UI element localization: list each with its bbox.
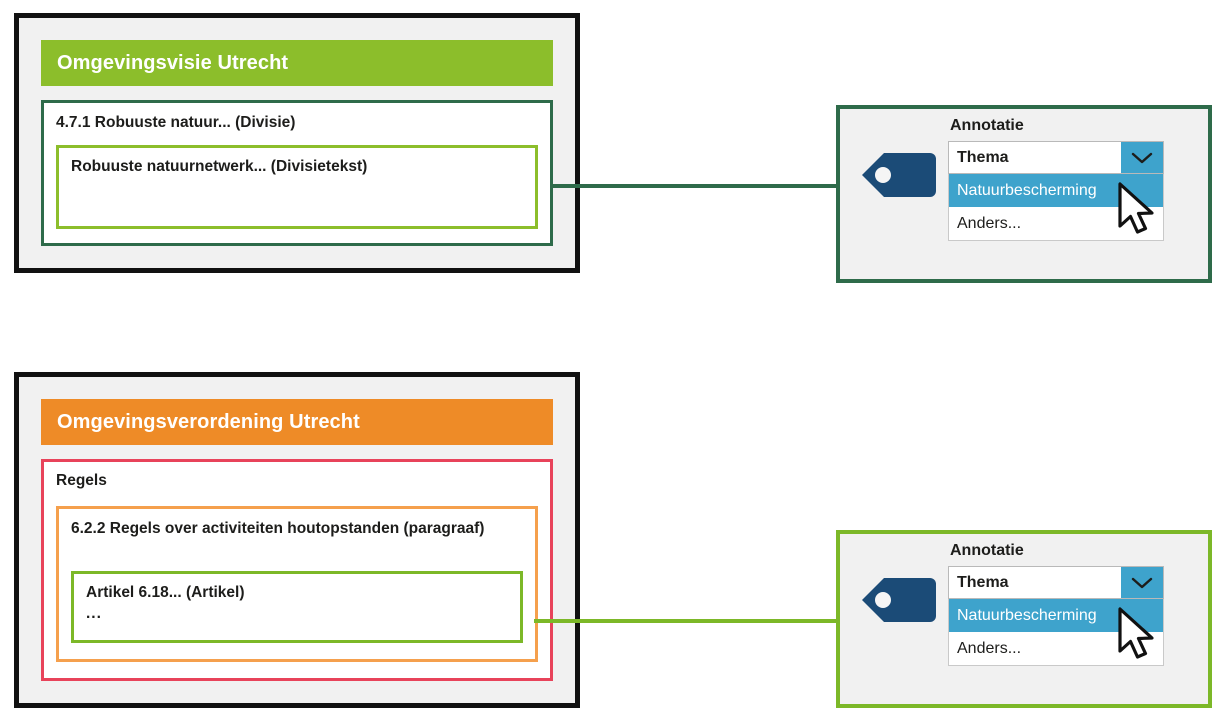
annotation-body: Annotatie Thema Natuurbescherming Ander — [948, 542, 1192, 666]
annotation-title: Annotatie — [950, 542, 1024, 559]
thema-select-arrow-button[interactable] — [1121, 142, 1163, 173]
thema-option-list: Natuurbescherming Anders... — [948, 174, 1164, 241]
thema-select-value: Thema — [957, 148, 1009, 166]
annotation-verordening: Annotatie Thema Natuurbescherming Ander — [836, 530, 1212, 708]
thema-select-arrow-button[interactable] — [1121, 567, 1163, 598]
document-header-omgevingsvisie: Omgevingsvisie Utrecht — [41, 40, 553, 86]
document-omgevingsvisie: Omgevingsvisie Utrecht 4.7.1 Robuuste na… — [14, 13, 580, 273]
tag-icon — [860, 152, 938, 198]
thema-option-anders[interactable]: Anders... — [957, 214, 1022, 232]
connector-visie — [552, 184, 840, 188]
level-divisietekst-label: Robuuste natuurnetwerk... (Divisietekst) — [71, 158, 368, 175]
chevron-down-icon — [1131, 151, 1153, 165]
thema-option-natuurbescherming[interactable]: Natuurbescherming — [949, 599, 1163, 632]
thema-select[interactable]: Thema — [948, 141, 1164, 174]
tag-icon — [860, 577, 938, 623]
level-artikel[interactable]: Artikel 6.18... (Artikel) ... — [71, 571, 523, 643]
level-paragraaf[interactable]: 6.2.2 Regels over activiteiten houtopsta… — [56, 506, 538, 662]
thema-option-natuurbescherming[interactable]: Natuurbescherming — [949, 174, 1163, 207]
level-divisie-label: 4.7.1 Robuuste natuur... (Divisie) — [56, 114, 296, 131]
document-omgevingsverordening: Omgevingsverordening Utrecht Regels 6.2.… — [14, 372, 580, 708]
connector-verordening — [534, 619, 840, 623]
thema-option-anders[interactable]: Anders... — [957, 639, 1022, 657]
level-divisie[interactable]: 4.7.1 Robuuste natuur... (Divisie) Robuu… — [41, 100, 553, 246]
thema-option-list: Natuurbescherming Anders... — [948, 599, 1164, 666]
level-artikel-ellipsis: ... — [86, 605, 102, 623]
document-header-omgevingsverordening: Omgevingsverordening Utrecht — [41, 399, 553, 445]
thema-select-wrap: Thema Natuurbescherming Anders... — [948, 141, 1164, 241]
level-paragraaf-label: 6.2.2 Regels over activiteiten houtopsta… — [71, 520, 485, 537]
thema-select-value: Thema — [957, 573, 1009, 591]
annotation-title: Annotatie — [950, 117, 1024, 134]
level-regels-label: Regels — [56, 472, 107, 489]
level-regels[interactable]: Regels 6.2.2 Regels over activiteiten ho… — [41, 459, 553, 681]
thema-select[interactable]: Thema — [948, 566, 1164, 599]
chevron-down-icon — [1131, 576, 1153, 590]
thema-select-wrap: Thema Natuurbescherming Anders... — [948, 566, 1164, 666]
level-artikel-label: Artikel 6.18... (Artikel) — [86, 584, 245, 601]
level-divisietekst[interactable]: Robuuste natuurnetwerk... (Divisietekst) — [56, 145, 538, 229]
annotation-body: Annotatie Thema Natuurbescherming Ander — [948, 117, 1192, 241]
annotation-visie: Annotatie Thema Natuurbescherming Ander — [836, 105, 1212, 283]
